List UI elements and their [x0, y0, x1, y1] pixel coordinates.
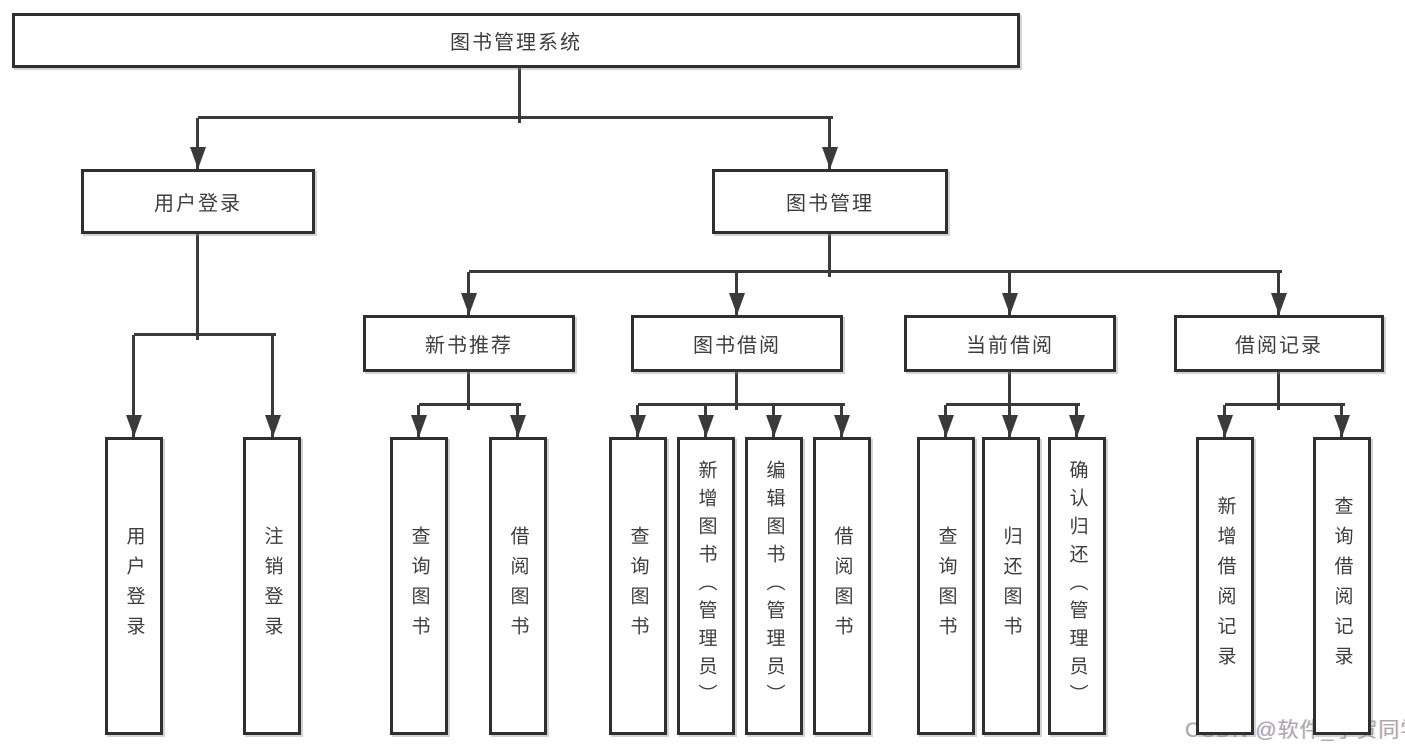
arrowhead-down-icon: [1334, 415, 1350, 437]
node-leaf-borrow-book-b: 借阅图书: [813, 437, 871, 735]
arrowhead-down-icon: [1002, 293, 1018, 315]
node-leaf-confirm-return-admin: 确认归还（管理员）: [1048, 437, 1106, 735]
connector-line: [419, 403, 521, 406]
connector-line: [196, 118, 199, 169]
node-root-system: 图书管理系统: [12, 13, 1020, 68]
node-leaf-query-book-a: 查询图书: [390, 437, 448, 735]
arrowhead-down-icon: [1069, 415, 1085, 437]
connector-line: [469, 270, 1282, 273]
arrowhead-down-icon: [822, 147, 838, 169]
arrowhead-down-icon: [938, 415, 954, 437]
connector-line: [1277, 372, 1280, 410]
node-group-borrow-records: 借阅记录: [1174, 315, 1384, 372]
arrowhead-down-icon: [1271, 293, 1287, 315]
node-group-user-login: 用户登录: [81, 169, 315, 234]
arrowhead-down-icon: [190, 147, 206, 169]
arrowhead-down-icon: [834, 415, 850, 437]
connector-line: [198, 116, 833, 119]
arrowhead-down-icon: [411, 415, 427, 437]
arrowhead-down-icon: [1002, 415, 1018, 437]
connector-line: [735, 372, 738, 410]
arrowhead-down-icon: [126, 415, 142, 437]
arrowhead-down-icon: [630, 415, 646, 437]
node-leaf-query-book-c: 查询图书: [917, 437, 975, 735]
node-leaf-return-book: 归还图书: [982, 437, 1040, 735]
connector-line: [132, 335, 135, 437]
arrowhead-down-icon: [1217, 415, 1233, 437]
node-group-book-management: 图书管理: [712, 169, 948, 234]
node-leaf-user-login: 用户登录: [105, 437, 163, 735]
connector-line: [828, 118, 831, 169]
connector-line: [467, 372, 470, 410]
node-leaf-borrow-book-a: 借阅图书: [489, 437, 547, 735]
node-leaf-edit-book-admin: 编辑图书（管理员）: [745, 437, 803, 735]
connector-line: [518, 67, 521, 123]
node-group-new-book-recommend: 新书推荐: [363, 315, 575, 372]
node-leaf-add-borrow-record: 新增借阅记录: [1196, 437, 1254, 735]
node-leaf-logout: 注销登录: [243, 437, 301, 735]
connector-line: [196, 234, 199, 340]
connector-line: [271, 335, 274, 437]
connector-line: [134, 333, 276, 336]
arrowhead-down-icon: [766, 415, 782, 437]
node-leaf-query-book-b: 查询图书: [609, 437, 667, 735]
connector-line: [828, 234, 831, 277]
arrowhead-down-icon: [510, 415, 526, 437]
connector-line: [1008, 372, 1011, 410]
arrowhead-down-icon: [729, 293, 745, 315]
node-group-current-borrow: 当前借阅: [904, 315, 1116, 372]
arrowhead-down-icon: [698, 415, 714, 437]
node-group-book-borrow: 图书借阅: [631, 315, 843, 372]
connector-line: [638, 403, 845, 406]
arrowhead-down-icon: [461, 293, 477, 315]
connector-line: [946, 403, 1080, 406]
node-leaf-query-borrow-record: 查询借阅记录: [1313, 437, 1371, 735]
arrowhead-down-icon: [265, 415, 281, 437]
connector-line: [1225, 403, 1345, 406]
node-leaf-add-book-admin: 新增图书（管理员）: [677, 437, 735, 735]
